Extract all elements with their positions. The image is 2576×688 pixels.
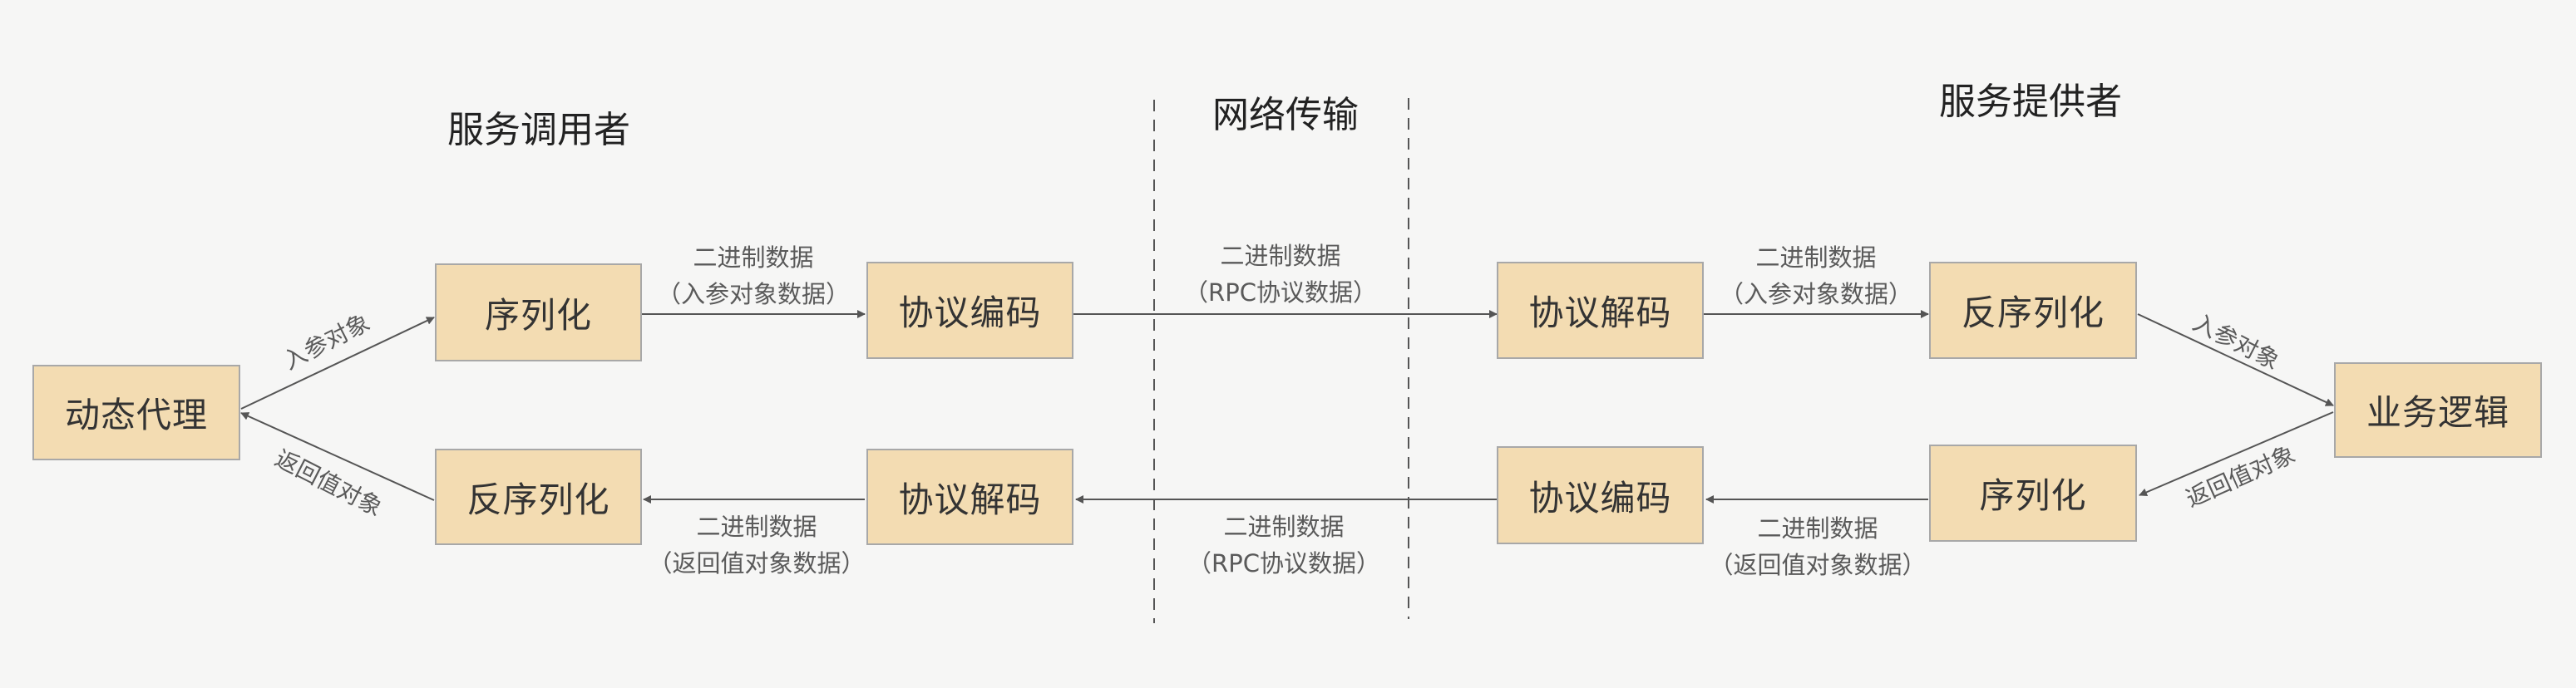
arrow-logic-to-serialize: [2139, 411, 2334, 497]
label-caller-request: 二进制数据 （入参对象数据）: [657, 239, 850, 312]
node-provider-protocol-decode: 协议解码: [1497, 262, 1704, 359]
label-caller-response-line2: （返回值对象数据）: [648, 549, 866, 577]
label-provider-request-line2: （入参对象数据）: [1719, 280, 1913, 308]
label-caller-request-line2: （入参对象数据）: [656, 280, 851, 308]
node-provider-deserialize: 反序列化: [1929, 262, 2137, 359]
node-provider-serialize: 序列化: [1929, 445, 2137, 542]
heading-network-transport: 网络传输: [1212, 94, 1359, 136]
heading-service-provider: 服务提供者: [1939, 81, 2122, 123]
label-network-request-line2: （RPC协议数据）: [1184, 278, 1377, 307]
label-network-response-line2: （RPC协议数据）: [1187, 549, 1380, 577]
label-network-request-line1: 二进制数据: [1220, 242, 1341, 270]
label-network-response-line1: 二进制数据: [1223, 513, 1345, 541]
label-caller-request-line1: 二进制数据: [693, 243, 814, 272]
node-provider-protocol-encode: 协议编码: [1497, 446, 1704, 544]
label-provider-request: 二进制数据 （入参对象数据）: [1720, 239, 1912, 312]
node-dynamic-proxy: 动态代理: [32, 365, 240, 460]
arrow-deserialize-to-proxy: [240, 412, 435, 501]
label-caller-response: 二进制数据 （返回值对象数据）: [648, 509, 865, 582]
node-caller-protocol-encode: 协议编码: [866, 262, 1073, 359]
node-business-logic: 业务逻辑: [2334, 362, 2542, 458]
label-provider-request-line1: 二进制数据: [1755, 243, 1877, 272]
node-caller-protocol-decode: 协议解码: [866, 449, 1073, 545]
node-caller-deserialize: 反序列化: [435, 449, 642, 545]
label-provider-response-line1: 二进制数据: [1757, 514, 1878, 543]
node-caller-serialize: 序列化: [435, 263, 642, 361]
label-network-request: 二进制数据 （RPC协议数据）: [1184, 238, 1377, 311]
arrow-proxy-to-serialize: [240, 317, 435, 410]
label-provider-response: 二进制数据 （返回值对象数据）: [1709, 510, 1926, 583]
label-provider-response-line2: （返回值对象数据）: [1709, 551, 1927, 579]
label-network-response: 二进制数据 （RPC协议数据）: [1187, 509, 1380, 582]
label-caller-response-line1: 二进制数据: [696, 513, 817, 541]
heading-service-caller: 服务调用者: [447, 109, 630, 151]
arrow-deserialize-to-logic: [2137, 313, 2334, 406]
